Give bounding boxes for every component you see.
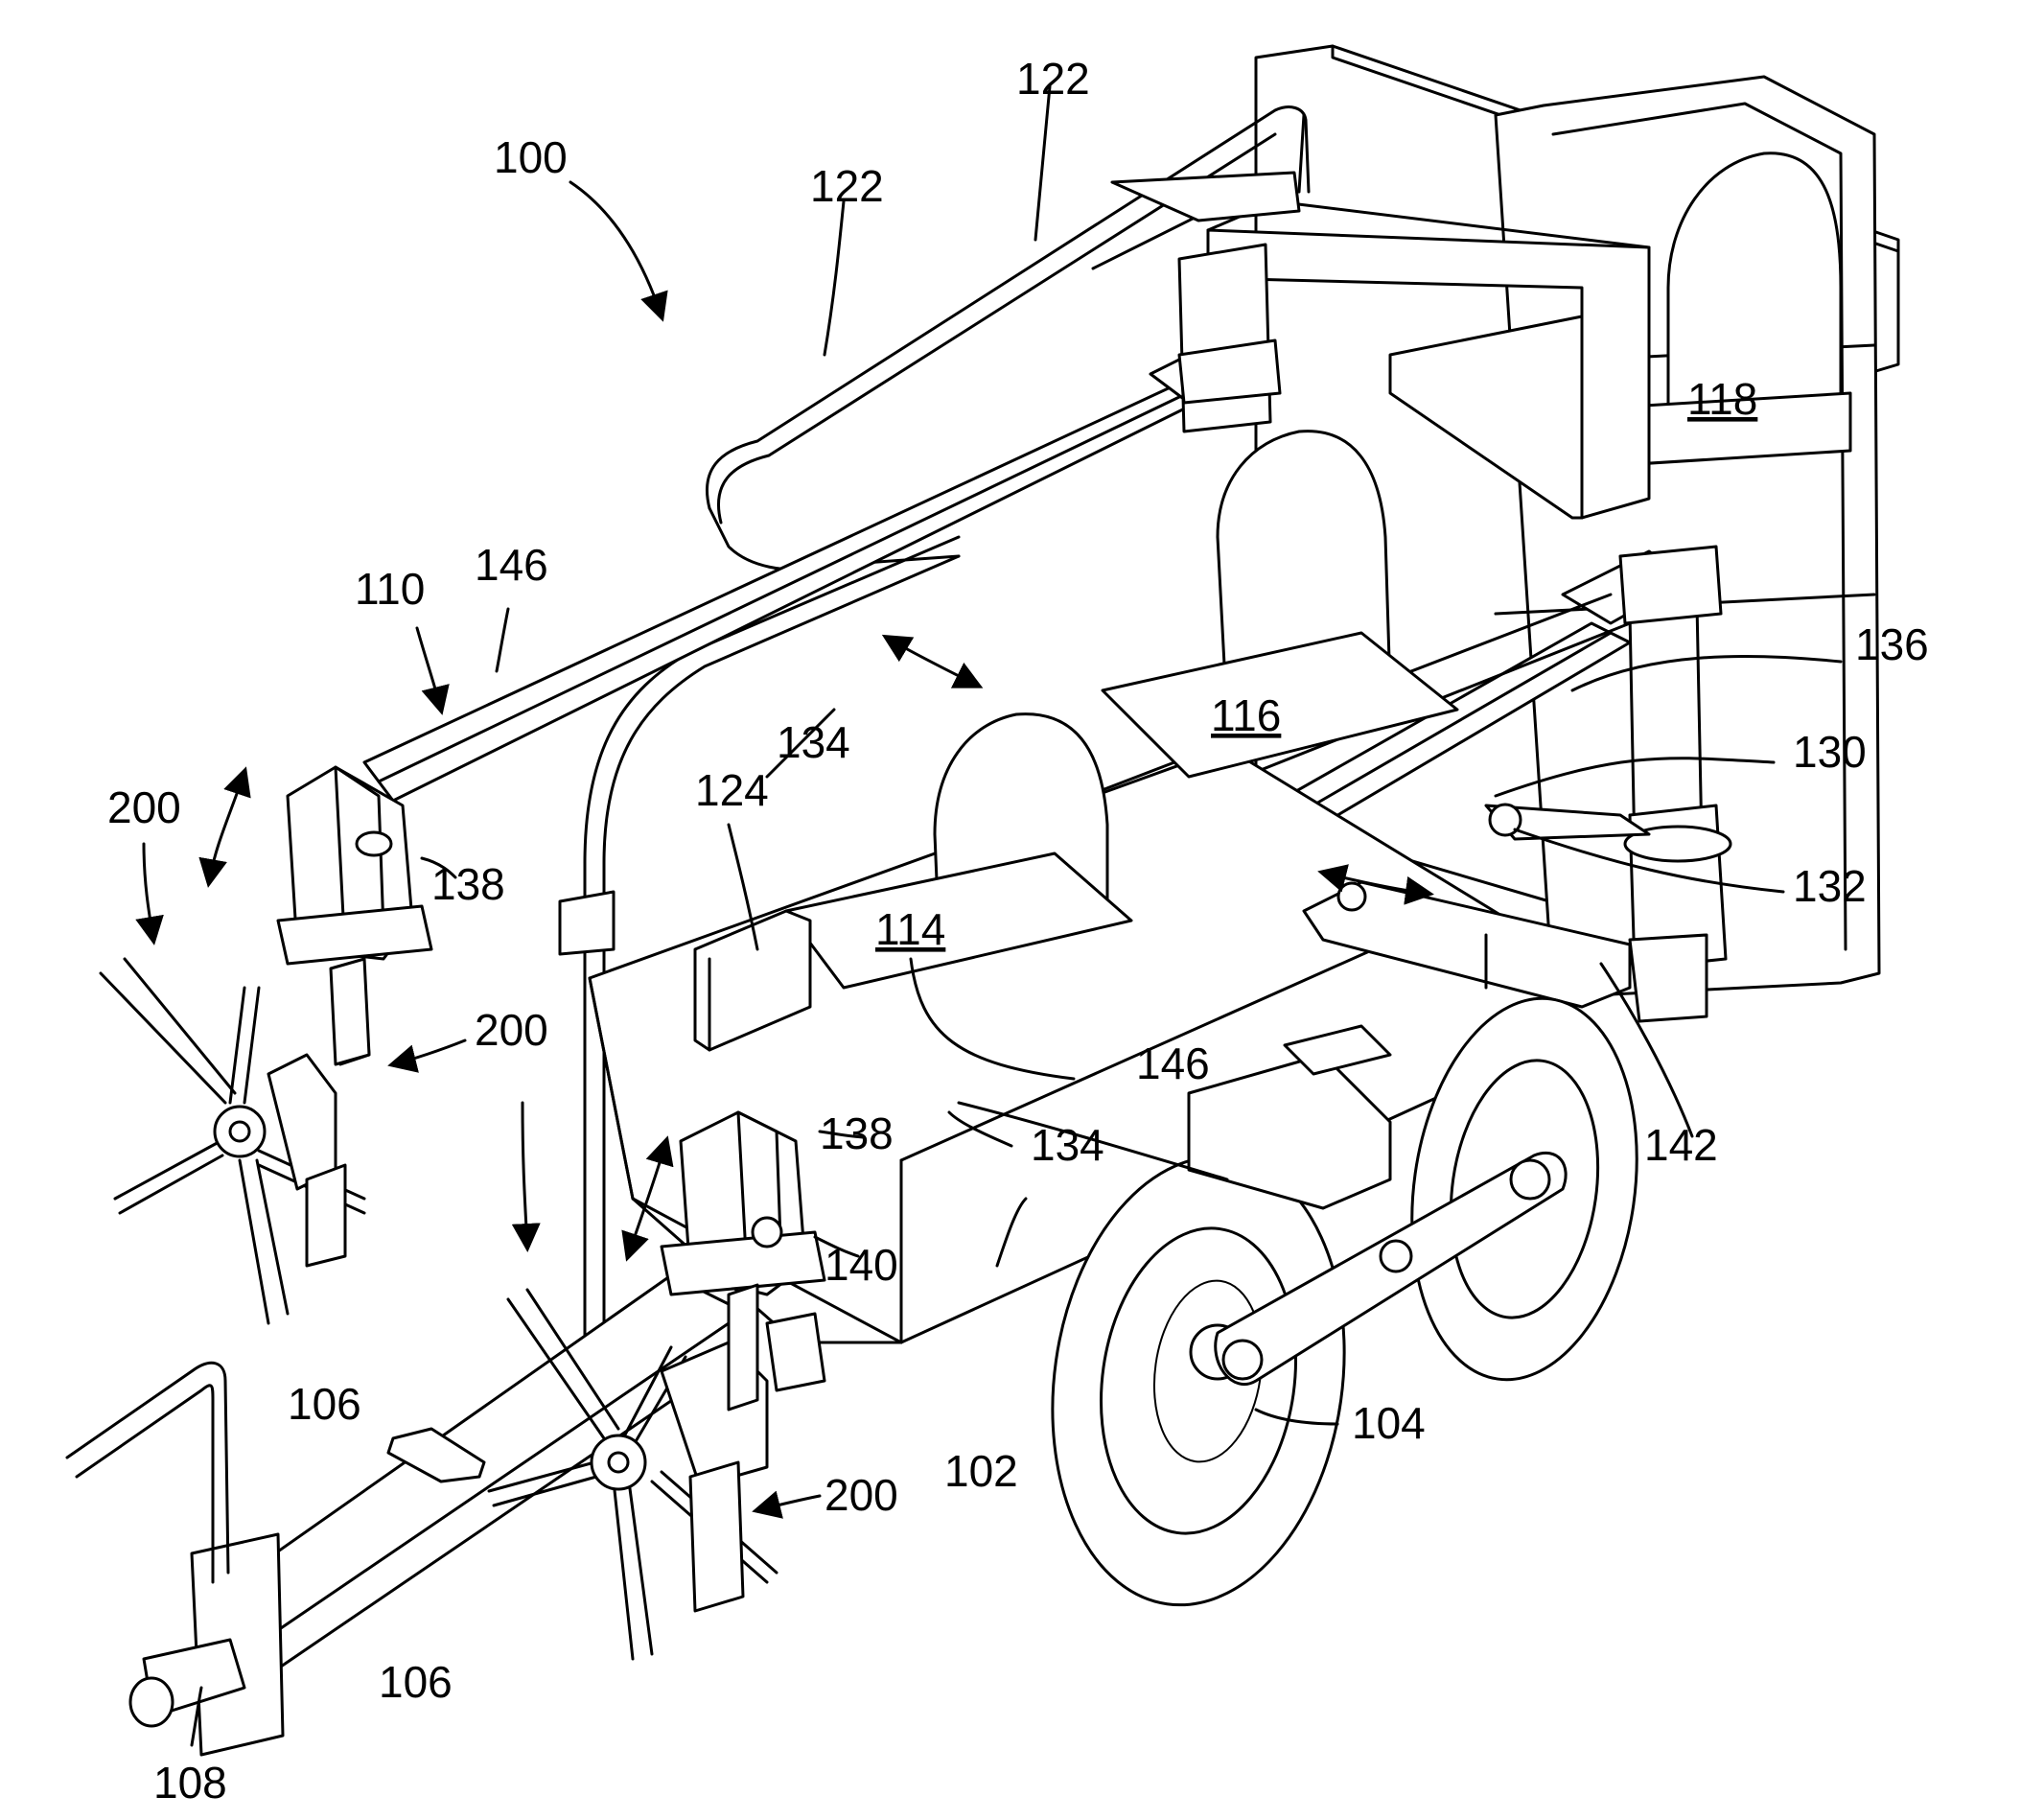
label-122-b: 122	[810, 161, 884, 211]
label-104: 104	[1352, 1398, 1426, 1448]
label-106-a: 106	[288, 1379, 361, 1429]
label-114: 114	[875, 904, 945, 954]
label-134-b: 134	[1031, 1120, 1104, 1170]
label-124: 124	[695, 765, 769, 815]
label-134-a: 134	[777, 717, 850, 767]
label-140: 140	[825, 1240, 898, 1290]
label-116: 116	[1211, 690, 1281, 740]
label-200-b: 200	[475, 1005, 548, 1055]
label-106-b: 106	[379, 1657, 453, 1707]
label-132: 132	[1793, 861, 1867, 911]
label-130: 130	[1793, 727, 1867, 777]
label-108: 108	[153, 1758, 227, 1808]
label-118: 118	[1687, 374, 1757, 424]
label-146-a: 146	[475, 540, 548, 590]
rotor-left	[101, 959, 369, 1323]
label-110: 110	[355, 564, 425, 614]
label-138-b: 138	[820, 1108, 894, 1158]
label-142: 142	[1644, 1120, 1718, 1170]
label-200-c: 200	[825, 1470, 898, 1520]
hitch	[130, 1534, 283, 1755]
bracket-upper	[278, 767, 431, 964]
label-146-b: 146	[1136, 1038, 1210, 1088]
label-200-a: 200	[107, 782, 181, 832]
label-122-a: 122	[1016, 54, 1090, 104]
label-102: 102	[944, 1446, 1018, 1496]
label-136: 136	[1855, 619, 1929, 669]
label-138-a: 138	[431, 859, 505, 909]
label-100: 100	[494, 132, 568, 182]
upper-column	[1179, 245, 1280, 432]
